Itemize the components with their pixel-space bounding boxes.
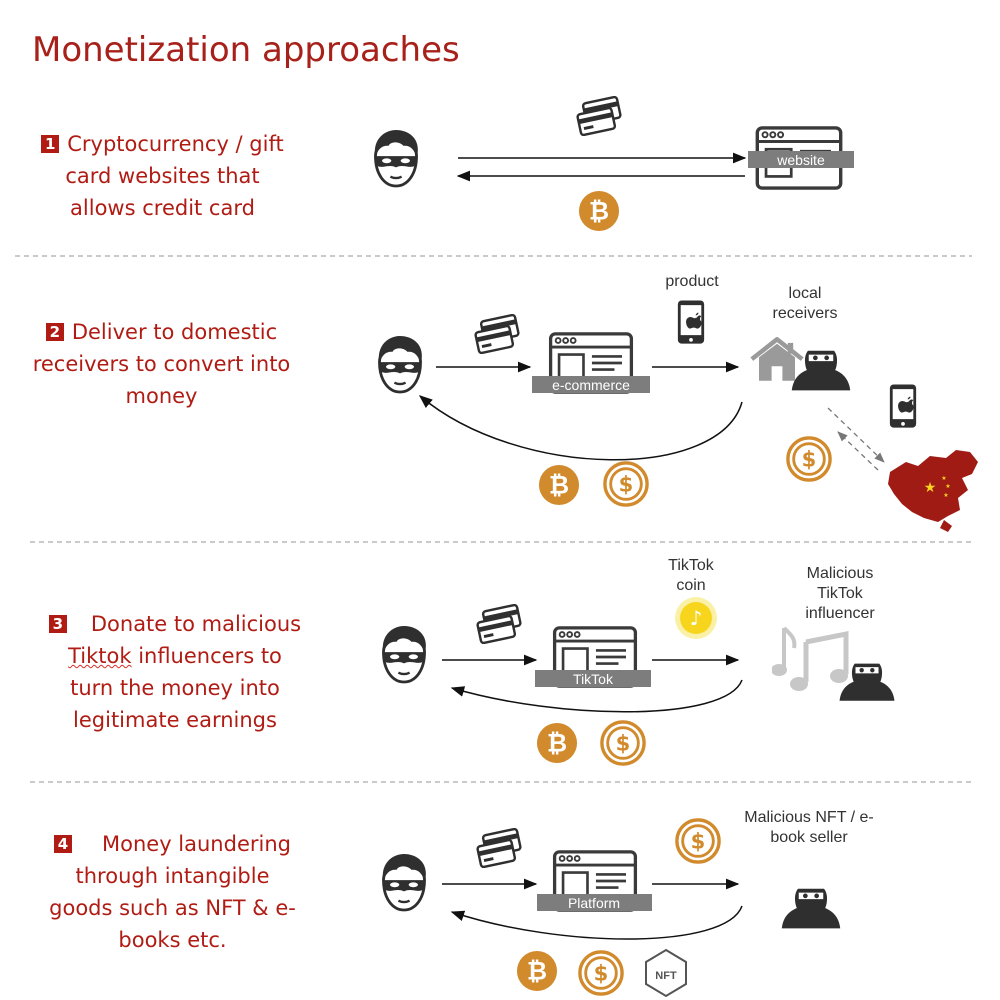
section-1-number: 1 bbox=[41, 135, 60, 153]
section-4-line-2: through intangible bbox=[75, 864, 270, 888]
dashed-arrow-to-china bbox=[827, 407, 885, 463]
local-receivers-caption: local receivers bbox=[772, 285, 838, 322]
hacker-mask-icon bbox=[381, 624, 428, 684]
tiktok-coin-caption: TikTok coin bbox=[668, 557, 714, 594]
dollar-coin-icon bbox=[603, 461, 649, 507]
house-icon bbox=[752, 339, 802, 380]
section-1-line-3: allows credit card bbox=[70, 196, 255, 220]
receiver-icon bbox=[781, 880, 841, 929]
platform-label-tiktok: TikTok bbox=[573, 671, 614, 687]
section-3-line-3: turn the money into bbox=[70, 676, 280, 700]
hacker-mask-icon bbox=[377, 334, 424, 394]
return-arc-4 bbox=[450, 905, 743, 940]
music-notes-icon bbox=[771, 628, 848, 691]
svg-text:★: ★ bbox=[924, 479, 937, 495]
bitcoin-icon bbox=[516, 950, 558, 992]
section-2-line-2: receivers to convert into bbox=[32, 352, 291, 376]
hacker-mask-icon bbox=[373, 128, 420, 188]
section-3-underlined-word: Tiktok bbox=[68, 644, 132, 668]
return-arc-2 bbox=[418, 395, 743, 461]
platform-label-platform: Platform bbox=[568, 895, 620, 911]
apple-phone-icon bbox=[677, 300, 705, 344]
product-caption: product bbox=[665, 273, 719, 290]
dollar-coin-icon bbox=[786, 436, 832, 482]
tiktok-coin-icon: ♪ bbox=[675, 597, 717, 639]
dollar-coin-icon bbox=[600, 720, 646, 766]
credit-cards-icon bbox=[472, 314, 522, 354]
credit-cards-icon bbox=[474, 828, 524, 868]
bitcoin-icon bbox=[578, 190, 620, 232]
nft-icon: NFT bbox=[645, 948, 687, 998]
dollar-coin-icon bbox=[578, 950, 624, 996]
svg-text:★: ★ bbox=[945, 483, 950, 490]
page-title: Monetization approaches bbox=[32, 30, 460, 70]
svg-text:♪: ♪ bbox=[690, 606, 703, 630]
section-1-line-2: card websites that bbox=[65, 164, 260, 188]
dashed-arrow-from-china bbox=[837, 431, 879, 471]
bitcoin-icon bbox=[538, 464, 580, 506]
section-4-label: 4 Money laundering through intangible goo… bbox=[40, 828, 305, 956]
china-map-icon: ★ ★ ★ ★ bbox=[888, 450, 978, 532]
platform-label-website: website bbox=[776, 152, 825, 168]
return-arc-3 bbox=[450, 679, 743, 713]
section-3-line-4: legitimate earnings bbox=[73, 708, 277, 732]
bitcoin-icon bbox=[536, 722, 578, 764]
section-2-number: 2 bbox=[45, 323, 64, 341]
svg-text:★: ★ bbox=[941, 475, 946, 482]
svg-text:★: ★ bbox=[943, 492, 948, 499]
section-2-line-3: money bbox=[125, 384, 198, 408]
section-1-line-1: Cryptocurrency / gift bbox=[67, 132, 284, 156]
credit-cards-icon bbox=[574, 96, 624, 136]
apple-phone-icon bbox=[889, 384, 917, 428]
dollar-coin-icon bbox=[675, 818, 721, 864]
section-3-number: 3 bbox=[48, 615, 67, 633]
tiktok-influencer-caption: Malicious TikTok influencer bbox=[805, 565, 875, 622]
section-3-line-2: influencers to bbox=[138, 644, 282, 668]
section-2-line-1: Deliver to domestic bbox=[71, 320, 278, 344]
section-1-label: 1 Cryptocurrency / gift card websites tha… bbox=[30, 128, 295, 224]
svg-text:NFT: NFT bbox=[655, 970, 677, 982]
section-3-line-1: Donate to malicious bbox=[90, 612, 302, 636]
receiver-icon bbox=[791, 342, 851, 391]
section-4-line-3: goods such as NFT & e- bbox=[49, 896, 296, 920]
section-4-line-4: books etc. bbox=[118, 928, 227, 952]
section-4-line-1: Money laundering bbox=[102, 832, 291, 856]
credit-cards-icon bbox=[474, 604, 524, 644]
hacker-mask-icon bbox=[381, 852, 428, 912]
nft-seller-caption: Malicious NFT / e-book seller bbox=[744, 809, 874, 846]
platform-label-ecommerce: e-commerce bbox=[552, 377, 630, 393]
section-2-label: 2 Deliver to domestic receivers to conver… bbox=[24, 316, 299, 412]
section-4-number: 4 bbox=[54, 835, 72, 853]
section-3-label: 3 Donate to malicious Tiktok influencers … bbox=[40, 608, 310, 736]
